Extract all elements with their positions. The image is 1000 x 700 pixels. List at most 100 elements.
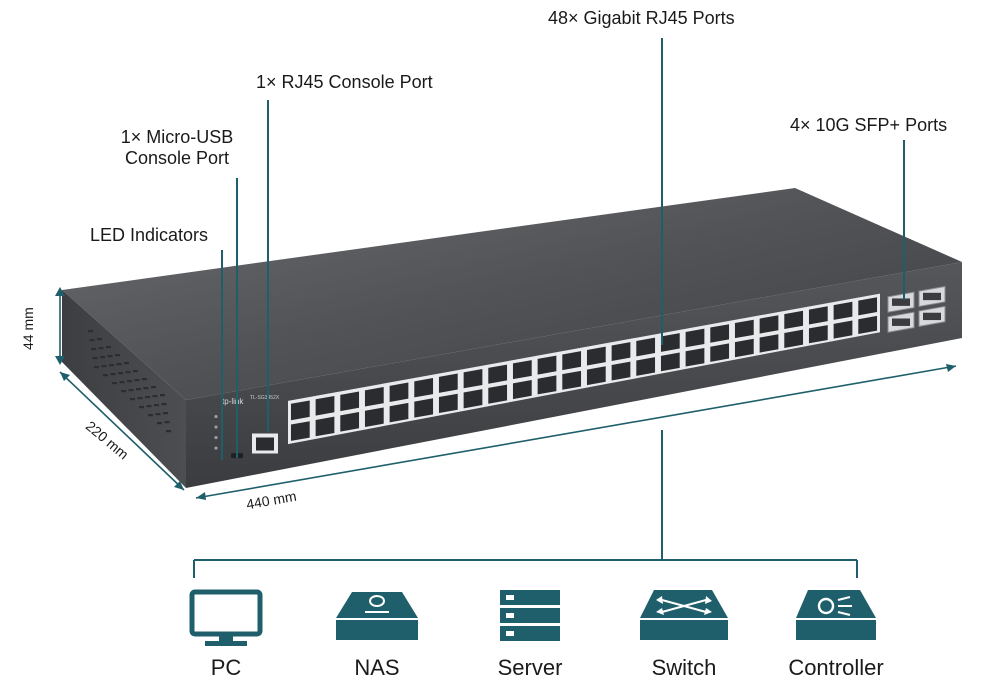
rj45-port [463, 369, 483, 389]
rj45-port [512, 360, 532, 380]
rj45-port [808, 325, 828, 344]
brand-logo: tp-link [222, 397, 244, 406]
led-indicator [214, 414, 218, 419]
led-indicator [214, 446, 218, 450]
rj45-port [833, 301, 853, 320]
vent-slot [133, 370, 138, 373]
sfp-port-opening [892, 318, 910, 326]
vent-slot [154, 404, 159, 407]
rj45-port [290, 400, 310, 421]
vent-slot [139, 406, 144, 409]
vent-slot [143, 387, 149, 390]
vent-slot [106, 346, 111, 349]
vent-slot [151, 386, 156, 389]
callout-micro-usb-line2: Console Port [124, 148, 230, 168]
rj45-port [364, 407, 384, 427]
rj45-port [734, 319, 754, 339]
vent-slot [109, 364, 114, 367]
sfp-port-opening [923, 292, 941, 301]
vent-slot [101, 365, 107, 368]
vent-slot [100, 356, 105, 359]
led-indicator [214, 425, 218, 429]
leader-lines [221, 38, 905, 460]
rj45-port [611, 342, 631, 361]
vent-slot [115, 354, 120, 357]
vent-slot [137, 397, 143, 400]
vent-slot [127, 380, 132, 383]
vent-slot [97, 338, 102, 341]
rj45-port [315, 416, 335, 437]
rj45-port [784, 310, 804, 330]
vent-slot [134, 379, 140, 382]
callout-micro-usb: 1× Micro-USB Console Port [112, 127, 242, 169]
vent-slot [164, 421, 170, 424]
chassis-top [62, 188, 962, 400]
rj45-port [660, 333, 680, 352]
device-label-pc: PC [210, 655, 242, 680]
vent-slot [118, 372, 123, 375]
console-rj45-opening [256, 437, 274, 451]
vent-slot [157, 422, 162, 425]
vent-slot [91, 348, 96, 351]
vent-slot [166, 430, 171, 433]
rj45-port [340, 391, 360, 412]
nas-icon [336, 592, 418, 640]
sfp-port-opening [892, 298, 910, 306]
rj45-port [488, 384, 508, 404]
front-panel: tp-link TL-SG3452X [214, 285, 946, 459]
rj45-port [414, 398, 434, 418]
rj45-port [808, 306, 828, 325]
rj45-port [562, 351, 582, 371]
rj45-port [364, 387, 384, 407]
rj45-port [636, 337, 656, 357]
rj45-port [858, 297, 878, 316]
rj45-port [512, 379, 532, 400]
rj45-port [340, 412, 360, 432]
rj45-port [710, 324, 730, 343]
vent-slot [124, 362, 129, 365]
vent-slot [155, 413, 161, 416]
callout-led-indicators: LED Indicators [90, 225, 209, 245]
device-label-controller: Controller [788, 655, 884, 680]
rj45-port [858, 315, 878, 334]
rj45-port [537, 375, 557, 395]
rj45-port [685, 328, 705, 348]
vent-slot [142, 378, 147, 381]
rj45-port [438, 373, 458, 393]
vent-slot [121, 390, 126, 393]
rj45-port [315, 395, 335, 416]
controller-icon [796, 590, 876, 640]
vent-slot [130, 398, 135, 401]
vent-slot [136, 388, 141, 391]
device-label-nas: NAS [354, 655, 400, 680]
rj45-port [389, 402, 409, 423]
vent-slot [112, 382, 117, 385]
rj45-port [833, 320, 853, 339]
rj45-port [759, 315, 779, 334]
rj45-port [685, 347, 705, 367]
rj45-port [611, 361, 631, 381]
rj45-port [734, 338, 754, 358]
callout-sfp-ports: 4× 10G SFP+ Ports [790, 115, 948, 135]
vent-slot [163, 412, 168, 415]
vent-slot [110, 373, 116, 376]
pc-icon [189, 589, 263, 646]
rj45-port [537, 355, 557, 375]
rj45-port [463, 389, 483, 409]
vent-slot [152, 395, 158, 398]
rj45-port [438, 393, 458, 414]
vent-slot [161, 403, 167, 406]
vent-slot [103, 374, 108, 377]
vent-slot [107, 355, 113, 358]
vent-slot [145, 396, 150, 399]
device-bracket [193, 430, 858, 578]
device-label-switch: Switch [651, 655, 717, 680]
rj45-port [562, 370, 582, 390]
vent-slot [92, 357, 98, 360]
model-number: TL-SG3452X [250, 395, 280, 401]
callout-gigabit-ports: 48× Gigabit RJ45 Ports [548, 8, 735, 28]
dimension-height: 44 mm [20, 307, 36, 350]
rj45-port [759, 334, 779, 353]
